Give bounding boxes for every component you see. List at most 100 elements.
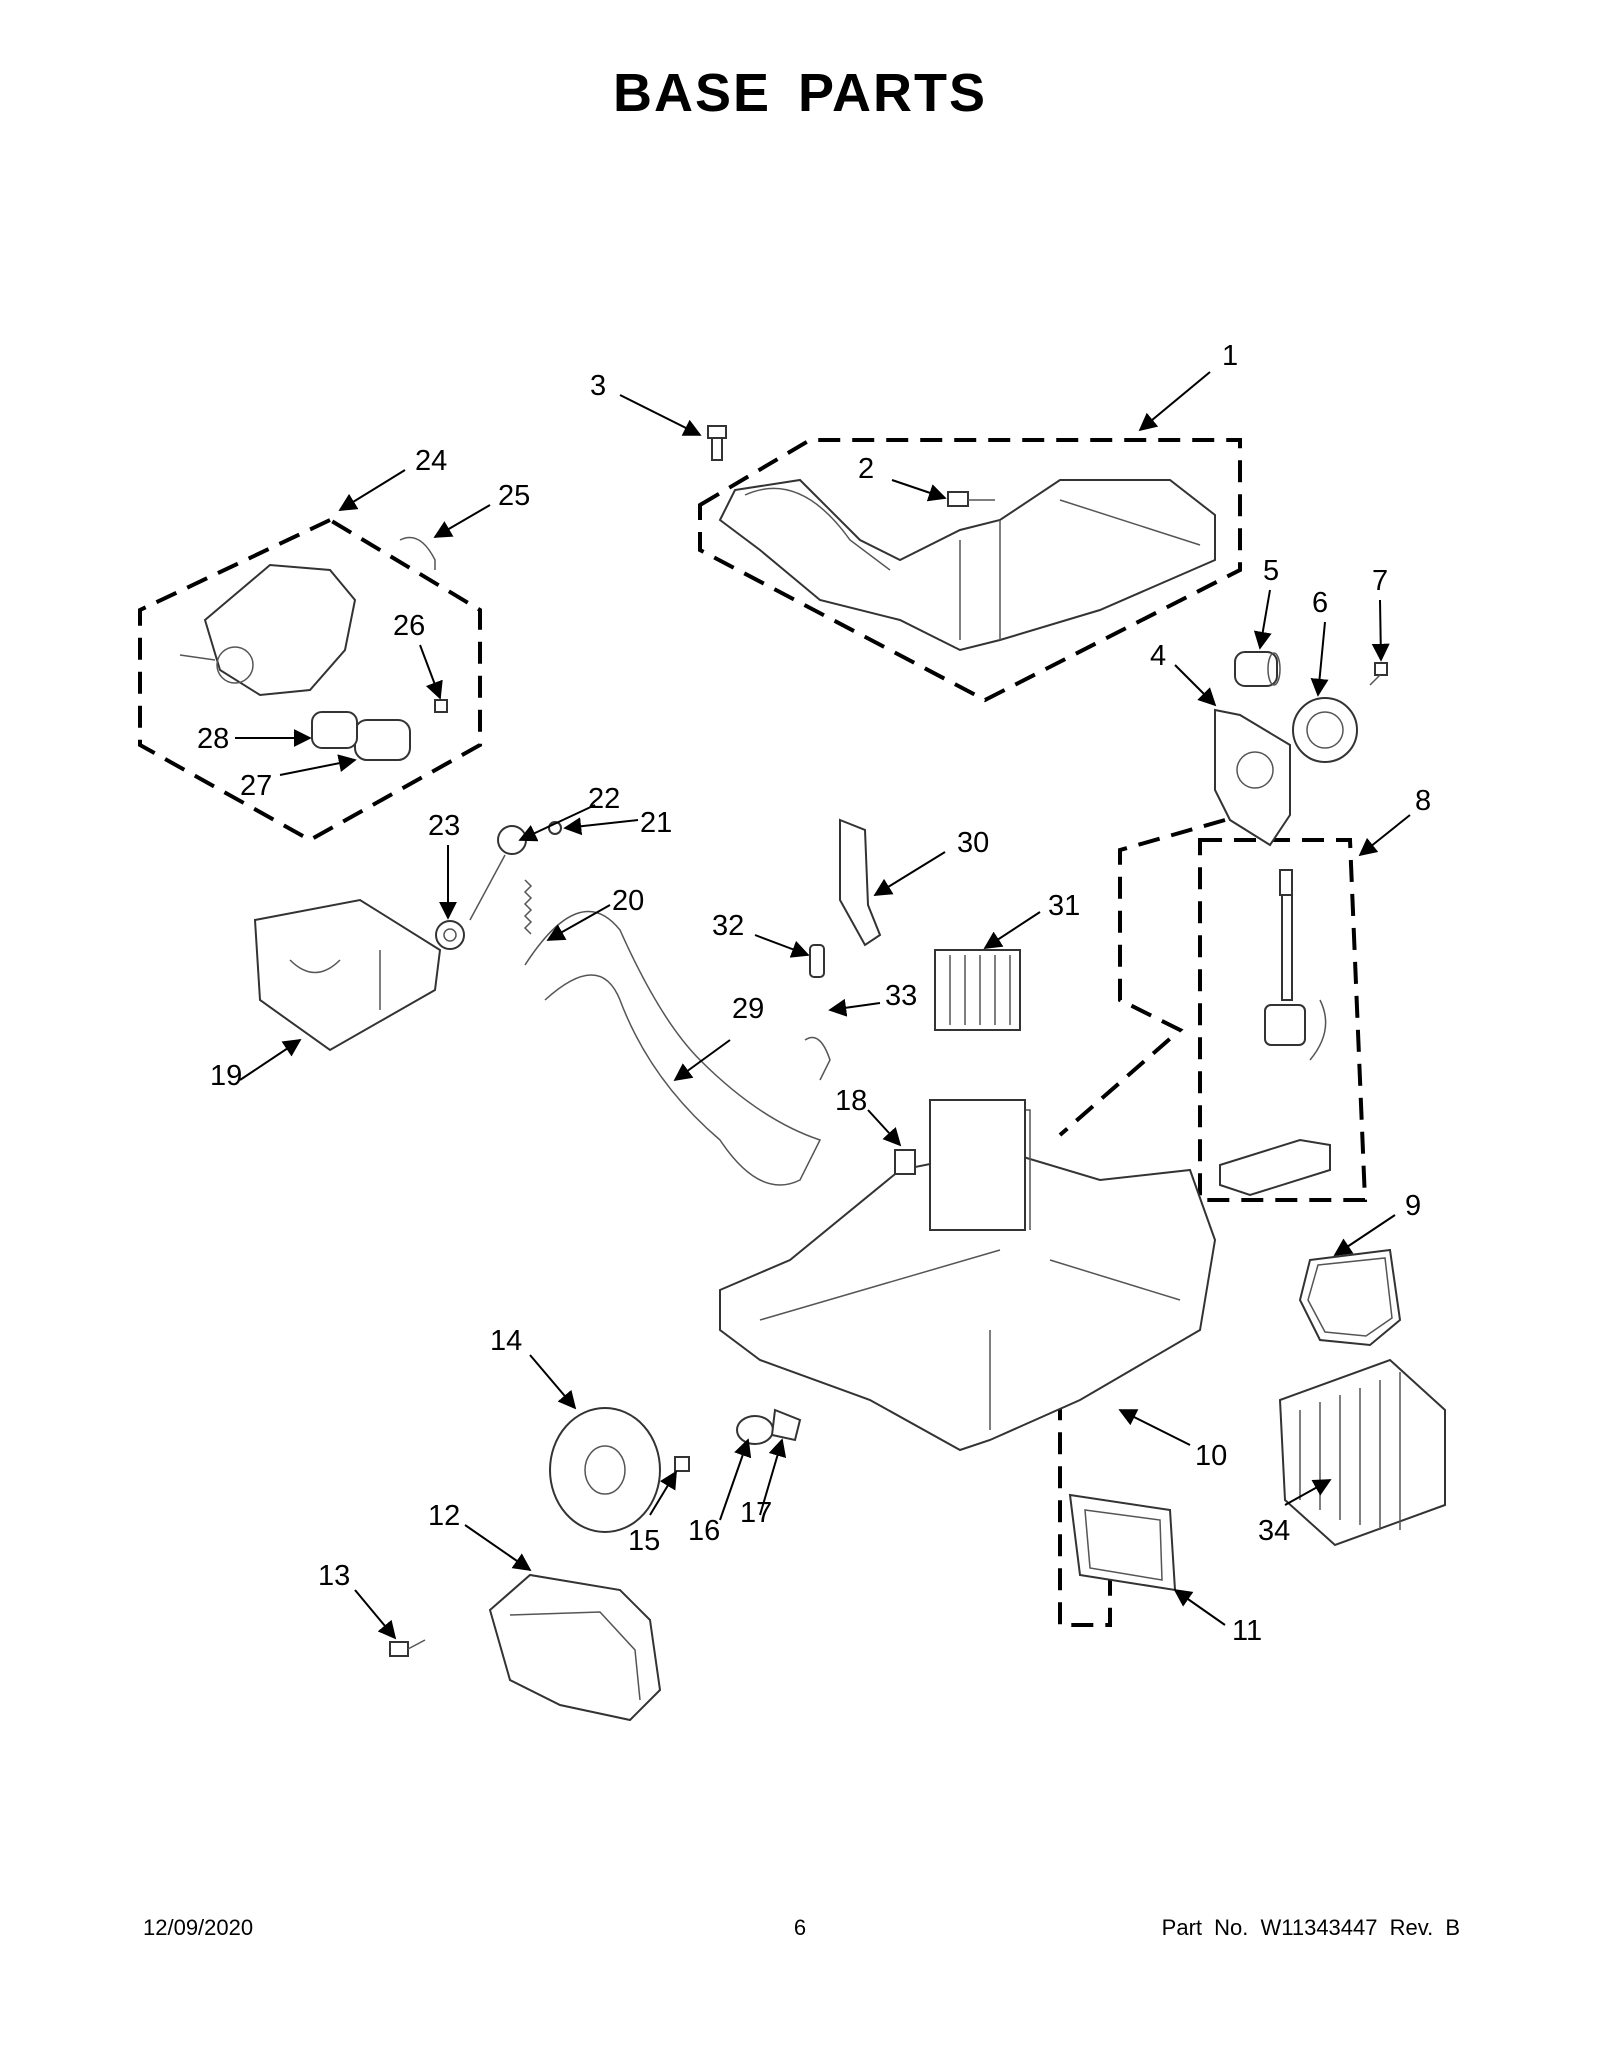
leader-30: [873, 851, 946, 896]
leader-34: [1284, 1479, 1332, 1506]
callout-27: 27: [240, 770, 272, 802]
callout-14: 14: [490, 1325, 522, 1357]
leader-33: [828, 998, 881, 1017]
leader-4: [1174, 664, 1217, 707]
motor-strap-part: [399, 536, 436, 570]
bearing-part: [736, 1408, 802, 1445]
leader-24: [338, 469, 406, 511]
drum-pulley-part: [435, 920, 465, 950]
callout-26: 26: [393, 610, 425, 642]
leader-3: [619, 394, 702, 436]
housing-screw-part: [389, 1639, 426, 1657]
callout-8: 8: [1415, 785, 1431, 817]
screw-part: [707, 425, 727, 461]
callout-20: 20: [612, 885, 644, 917]
callout-24: 24: [415, 445, 447, 477]
callout-6: 6: [1312, 587, 1328, 619]
leader-19: [239, 1039, 302, 1081]
capacitor-part: [1234, 651, 1281, 687]
leader-27: [279, 754, 357, 776]
drive-motor-part: [179, 563, 357, 697]
callout-13: 13: [318, 1560, 350, 1592]
idler-pulley-part: [469, 825, 527, 921]
callout-19: 19: [210, 1060, 242, 1092]
sensor-part: [809, 944, 825, 978]
blower-housing-part: [488, 1573, 662, 1722]
callout-10: 10: [1195, 1440, 1227, 1472]
footer-date: 12/09/2020: [143, 1915, 254, 1940]
base-part: [719, 1099, 1217, 1452]
condenser-part: [1278, 1358, 1446, 1547]
callout-5: 5: [1263, 555, 1279, 587]
leader-10: [1118, 1409, 1191, 1446]
leader-9: [1333, 1214, 1396, 1256]
leader-32: [754, 934, 810, 958]
filter-cover-part: [1068, 1493, 1177, 1592]
leader-8: [1358, 814, 1411, 857]
leader-11: [1173, 1588, 1226, 1626]
leader-12: [464, 1524, 532, 1572]
motor-mount-part: [253, 898, 442, 1052]
leader-26: [419, 644, 443, 700]
callout-33: 33: [885, 980, 917, 1012]
fan-housing-part: [1292, 697, 1358, 763]
bracket-part: [1214, 708, 1291, 847]
callout-34: 34: [1258, 1515, 1290, 1547]
leader-15: [649, 1470, 677, 1516]
page-title: BASE PARTS: [612, 63, 988, 123]
spring-part: [523, 879, 533, 935]
leader-20: [546, 904, 611, 941]
wire-connector-part: [947, 491, 995, 507]
callout-28: 28: [197, 723, 229, 755]
leader-25: [433, 504, 491, 538]
callout-3: 3: [590, 370, 606, 402]
group-outline-motor: [138, 517, 482, 843]
callout-31: 31: [1048, 890, 1080, 922]
wire-clip-part: [804, 1036, 831, 1081]
leader-14: [529, 1354, 577, 1410]
callout-18: 18: [835, 1085, 867, 1117]
leader-22: [518, 804, 596, 842]
leader-7: [1371, 599, 1390, 662]
callout-9: 9: [1405, 1190, 1421, 1222]
wire-harness-part: [524, 910, 822, 1186]
gasket-part: [1298, 1248, 1402, 1347]
callout-11: 11: [1232, 1615, 1262, 1647]
small-screw-part: [1369, 662, 1388, 686]
top-duct-cover-part: [718, 478, 1216, 652]
leader-16: [719, 1438, 752, 1521]
leader-21: [563, 817, 639, 836]
evaporator-part: [934, 949, 1021, 1031]
blower-wheel-part: [549, 1407, 661, 1533]
leader-29: [673, 1039, 731, 1082]
footer-part-number: Part No. W11343447 Rev. B: [1161, 1915, 1460, 1940]
callout-29: 29: [732, 993, 764, 1025]
water-pump-assembly-part: [1219, 869, 1331, 1197]
leader-1: [1138, 371, 1211, 432]
leader-6: [1310, 621, 1329, 697]
group-outline-water-pump: [1198, 838, 1368, 1202]
footer-page-number: 6: [793, 1915, 807, 1940]
callout-15: 15: [628, 1525, 660, 1557]
thermistor-part: [894, 1149, 916, 1175]
dashed-line-cabinet: [1058, 818, 1226, 1137]
start-capacitor-part: [311, 711, 358, 749]
callout-23: 23: [428, 810, 460, 842]
mounting-bracket-part: [839, 818, 882, 947]
leader-13: [354, 1589, 397, 1640]
callout-12: 12: [428, 1500, 460, 1532]
callout-25: 25: [498, 480, 530, 512]
callout-7: 7: [1372, 565, 1388, 597]
leader-17: [759, 1438, 787, 1516]
leader-18: [867, 1109, 902, 1147]
group-outline-top-duct: [698, 438, 1242, 703]
callout-21: 21: [640, 807, 672, 839]
capacitor-screw-part: [434, 699, 448, 713]
callout-32: 32: [712, 910, 744, 942]
callout-2: 2: [858, 453, 874, 485]
leader-5: [1253, 589, 1272, 650]
leader-2: [891, 479, 947, 502]
callout-1: 1: [1222, 340, 1238, 372]
callout-22: 22: [588, 783, 620, 815]
